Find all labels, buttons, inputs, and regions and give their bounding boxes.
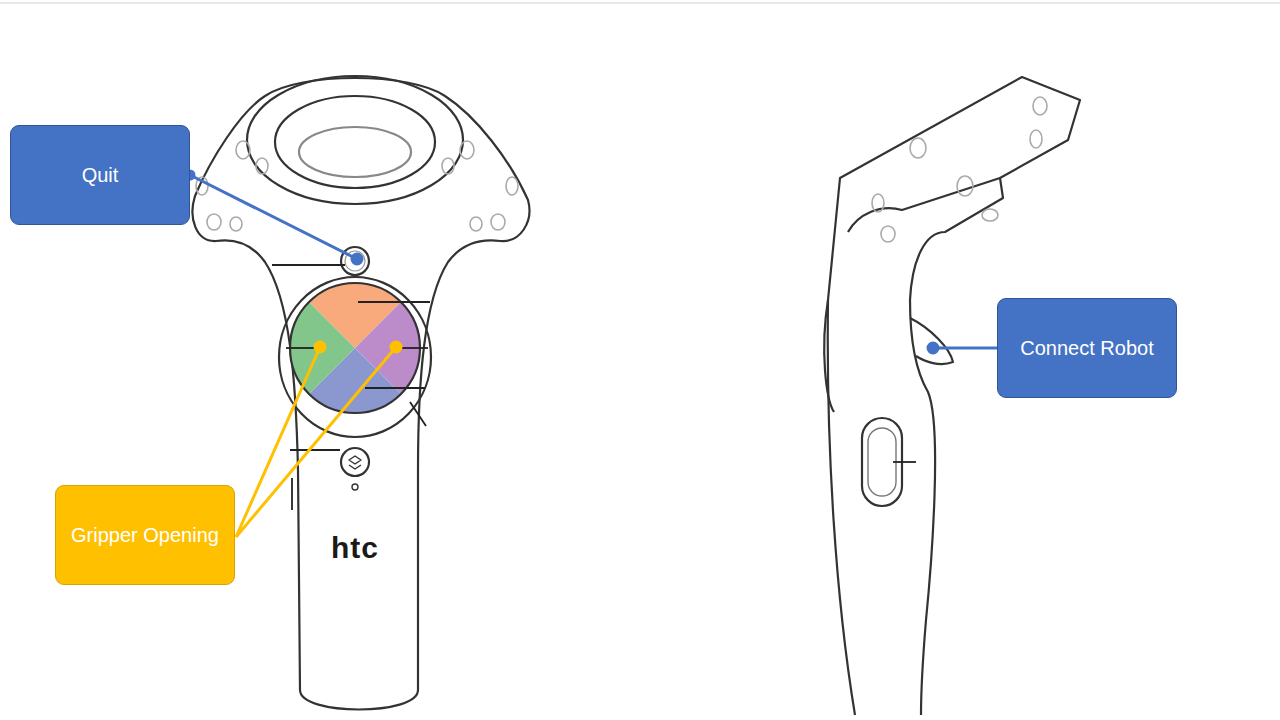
status-led xyxy=(352,484,358,490)
front-view xyxy=(193,76,530,710)
brand-logo: htc xyxy=(331,531,379,565)
tracking-ring xyxy=(247,76,463,204)
callout-box: Quit xyxy=(10,125,190,225)
trigger xyxy=(910,318,953,364)
system-icon xyxy=(349,456,361,469)
ring-hole xyxy=(299,127,411,177)
head-edge xyxy=(848,178,1000,232)
callout-text: Gripper Opening xyxy=(71,521,219,550)
tick-line xyxy=(893,461,916,463)
top-rule xyxy=(0,2,1280,4)
system-button xyxy=(341,448,369,476)
front-outline xyxy=(193,78,530,710)
grip-button-inner xyxy=(868,428,896,496)
tick-lines xyxy=(272,265,430,510)
menu-button xyxy=(341,247,369,275)
trackpad-surround xyxy=(279,277,431,437)
sensor-dimples xyxy=(196,141,518,231)
callout-text: Connect Robot xyxy=(1020,334,1153,363)
callout-text: Quit xyxy=(82,161,119,190)
callout-box: Gripper Opening xyxy=(55,485,235,585)
connect-leader xyxy=(928,343,997,353)
side-dimples xyxy=(872,97,1047,242)
tracking-ring-inner xyxy=(275,96,435,188)
quit-leader xyxy=(186,171,362,264)
gripper-leader xyxy=(236,342,401,537)
callout-box: Connect Robot xyxy=(997,298,1177,398)
front-ridge xyxy=(824,300,834,412)
